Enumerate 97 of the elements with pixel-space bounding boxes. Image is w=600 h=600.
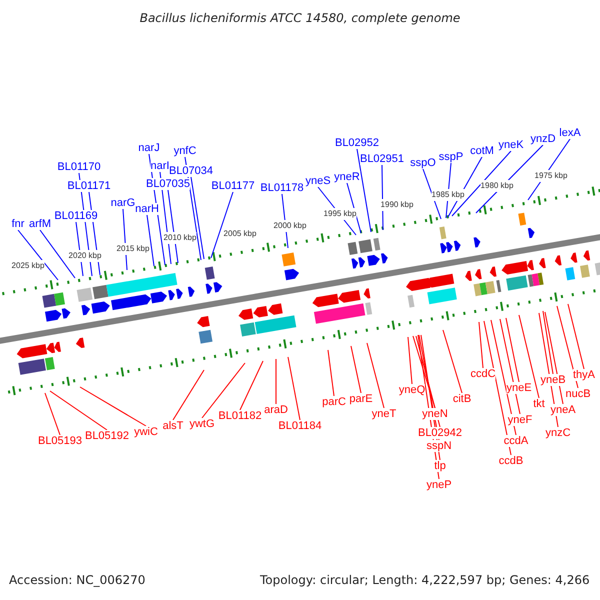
gene-label: yneT xyxy=(372,408,396,420)
gene-label: alsT xyxy=(162,420,184,432)
leader-line xyxy=(506,318,520,382)
scale-label: 1985 kbp xyxy=(432,189,464,201)
gene-label: parE xyxy=(349,393,373,405)
leader-line xyxy=(442,330,462,394)
leader-line xyxy=(240,360,264,410)
gene-label: yneF xyxy=(508,414,532,426)
leader-line xyxy=(356,148,372,232)
footer-text: Accession: NC_006270 xyxy=(9,574,146,586)
leader-line xyxy=(50,390,108,430)
gene-label: narG xyxy=(110,197,136,209)
scale-label: 2000 kbp xyxy=(274,220,306,232)
scale-label: 2020 kbp xyxy=(68,250,102,262)
leader-line xyxy=(40,230,76,278)
gene-label: citB xyxy=(452,393,472,405)
leader-line xyxy=(146,214,154,266)
scale-label: 2015 kbp xyxy=(116,243,150,255)
scale-label: 2025 kbp xyxy=(12,260,44,272)
gene-label: BL02942 xyxy=(418,427,462,439)
gene-label: yneE xyxy=(506,382,532,394)
gene-label: sspO xyxy=(410,157,436,169)
leader-line xyxy=(422,168,442,220)
gene-label: narJ xyxy=(138,142,160,154)
gene-label: BL01170 xyxy=(57,161,101,173)
gene-label: cotM xyxy=(470,145,494,157)
gene-label: BL01184 xyxy=(278,420,322,432)
gene-label: sspP xyxy=(438,151,464,163)
gene-label: fnr xyxy=(12,218,24,230)
gene-label: thyA xyxy=(573,369,595,381)
scale-label: 1995 kbp xyxy=(324,208,356,220)
scale-label: 1980 kbp xyxy=(480,180,514,192)
gene-label: BL02951 xyxy=(360,153,404,165)
gene-label: ccdB xyxy=(498,455,524,467)
gene-label: BL02952 xyxy=(334,137,380,149)
gene-label: yneB xyxy=(540,374,566,386)
gene-label: BL07034 xyxy=(168,165,214,177)
leader-line xyxy=(18,230,58,280)
leader-line xyxy=(490,320,516,436)
gene-label: BL05192 xyxy=(84,430,130,442)
leader-line xyxy=(190,176,204,260)
gene-label: ccdA xyxy=(504,435,528,447)
leader-line xyxy=(328,350,334,396)
gene-label: yneK xyxy=(498,139,524,151)
footer-text: Topology: circular; Length: 4,222,597 bp; Genes: 4,266 xyxy=(260,574,590,586)
gene-label: BL01169 xyxy=(54,210,98,222)
gene-label: tkt xyxy=(533,398,545,410)
leader-line xyxy=(210,192,234,258)
scale-label: 2010 kbp xyxy=(164,232,196,244)
gene-label: BL07035 xyxy=(146,178,190,190)
scale-label: 2005 kbp xyxy=(224,228,256,240)
gene-label: BL01178 xyxy=(260,182,304,194)
gene-label: BL01177 xyxy=(211,180,255,192)
leader-line xyxy=(542,310,554,374)
leader-line xyxy=(408,336,412,384)
gene-label: BL01182 xyxy=(218,410,262,422)
gene-label: yneQ xyxy=(398,384,426,396)
gene-label: arfM xyxy=(29,218,51,230)
leader-line xyxy=(478,322,484,368)
leader-line xyxy=(568,304,584,370)
gene-label: sspN xyxy=(426,440,452,452)
title: Bacillus licheniformis ATCC 14580, complete genome xyxy=(140,12,460,24)
gene-label: ynzC xyxy=(545,427,571,439)
gene-label: araD xyxy=(264,404,288,416)
scale-label: 1990 kbp xyxy=(380,199,414,211)
leader-line xyxy=(288,356,300,420)
leader-line xyxy=(452,150,512,216)
gene-label: nucB xyxy=(565,388,591,400)
gene-label: yneS xyxy=(305,175,331,187)
leader-line xyxy=(556,306,578,388)
gene-label: BL01171 xyxy=(67,180,111,192)
leader-line xyxy=(544,312,564,404)
gene-label: narH xyxy=(135,203,159,215)
leader-line xyxy=(366,342,384,408)
leader-line xyxy=(350,346,362,394)
leader-line xyxy=(202,362,246,418)
gene-label: parC xyxy=(322,396,346,408)
leader-line xyxy=(172,370,204,420)
gene-label: yneA xyxy=(550,404,576,416)
gene-label: ywtG xyxy=(189,418,215,430)
leader-line xyxy=(412,336,436,408)
leader-line xyxy=(518,314,540,398)
gene-label: BL05193 xyxy=(38,435,82,447)
leader-line xyxy=(80,386,146,426)
gene-label: lexA xyxy=(559,127,581,139)
gene-label: tlp xyxy=(434,460,446,472)
gene-label: ynfC xyxy=(174,145,196,157)
gene-label: yneN xyxy=(422,408,448,420)
leader-line xyxy=(500,318,520,414)
gene-label: yneR xyxy=(334,171,360,183)
scale-label: 1975 kbp xyxy=(534,170,568,182)
gene-label: ywiC xyxy=(134,426,158,438)
gene-label: ccdC xyxy=(470,368,496,380)
gene-label: narI xyxy=(150,160,170,172)
gene-label: ynzD xyxy=(530,133,556,145)
leader-line xyxy=(44,392,60,436)
gene-label: yneP xyxy=(426,479,452,491)
